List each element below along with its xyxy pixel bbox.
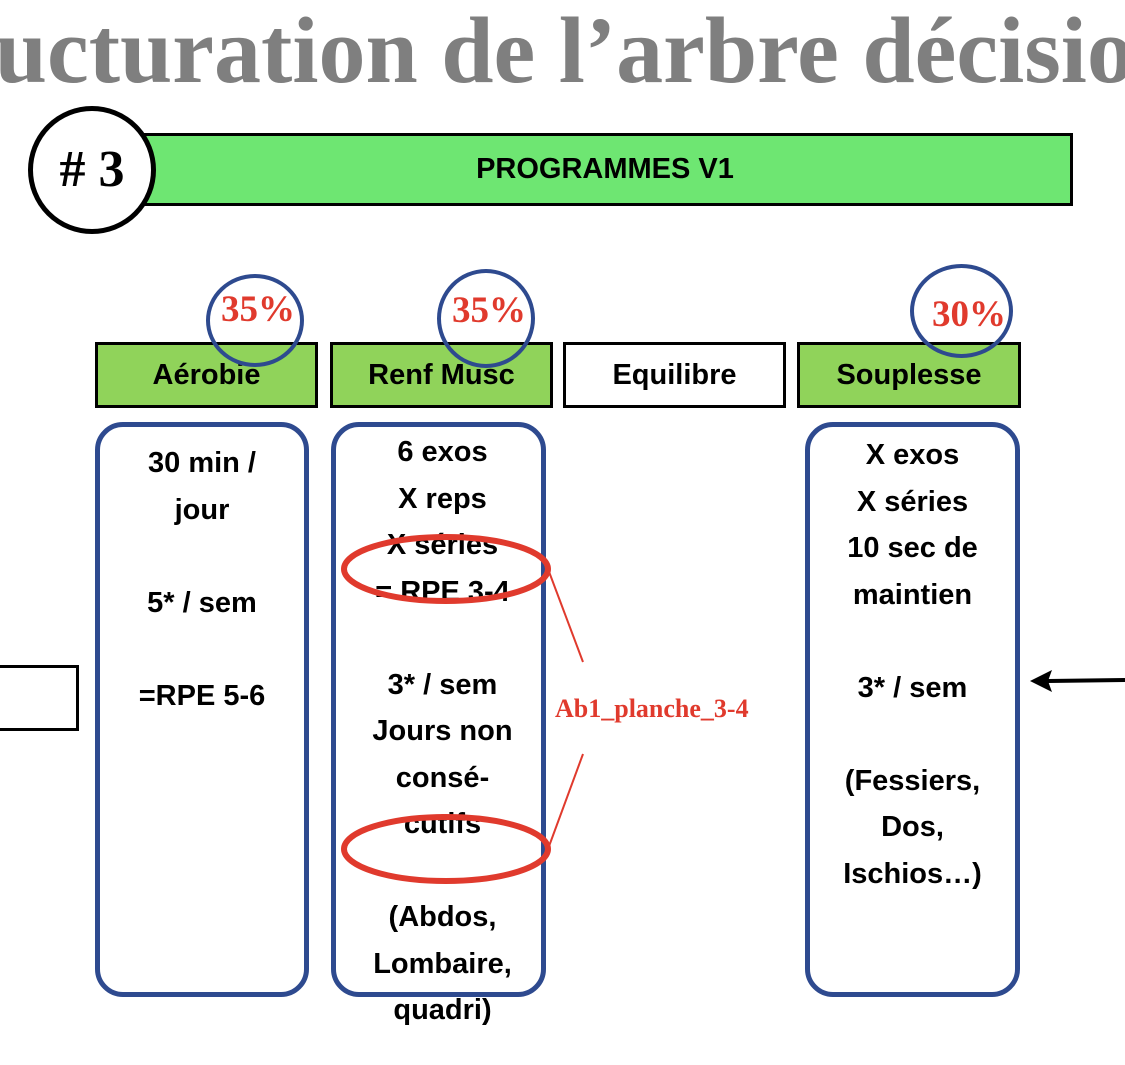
annotation-label: Ab1_planche_3-4 xyxy=(555,694,749,723)
percent-aerobie: 35% xyxy=(221,289,295,330)
panel-renf-musc xyxy=(331,422,546,997)
banner-label: PROGRAMMES V1 xyxy=(476,153,734,185)
renf-musc-content: 6 exos X reps X séries = RPE 3-4 3* / se… xyxy=(372,436,513,1026)
percent-circle-souplesse xyxy=(910,264,1013,358)
aerobie-content: 30 min / jour 5* / sem =RPE 5-6 xyxy=(138,447,266,712)
step-number-circle: # 3 xyxy=(28,106,156,234)
step-number: # 3 xyxy=(59,141,125,198)
slide-title: ructuration de l’arbre décisio xyxy=(0,0,1125,103)
panel-aerobie xyxy=(95,422,309,997)
header-souplesse-label: Souplesse xyxy=(836,358,982,391)
panel-souplesse xyxy=(805,422,1020,997)
header-equilibre-label: Equilibre xyxy=(612,358,737,391)
percent-renf-musc: 35% xyxy=(452,290,526,331)
offscreen-box-left xyxy=(0,665,79,731)
percent-circle-renf-musc xyxy=(437,269,535,368)
header-equilibre: Equilibre xyxy=(563,342,786,408)
header-souplesse: Souplesse xyxy=(797,342,1021,408)
souplesse-content: X exos X séries 10 sec de maintien 3* / … xyxy=(843,439,982,890)
percent-souplesse: 30% xyxy=(932,294,1006,335)
arrow-left-icon xyxy=(1030,670,1125,692)
programmes-banner: PROGRAMMES V1 xyxy=(137,133,1073,206)
percent-circle-aerobie xyxy=(206,274,304,367)
